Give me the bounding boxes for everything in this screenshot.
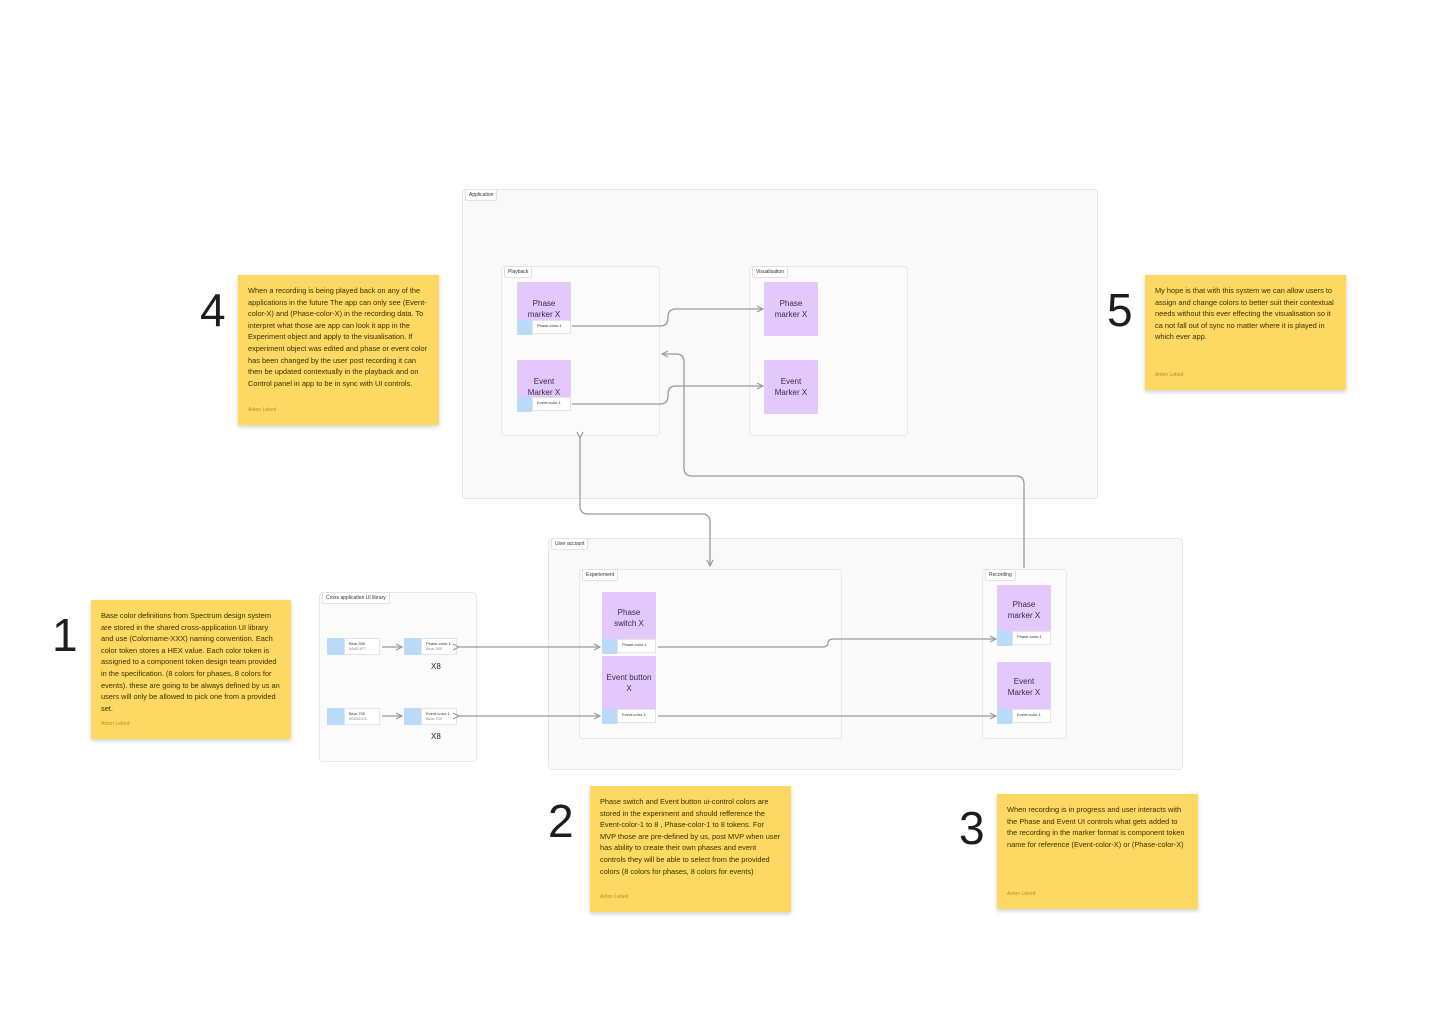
library-phase-token-name: Phase-color-1 bbox=[426, 641, 451, 646]
note-4-author: Anton Lebed bbox=[248, 407, 277, 414]
visualisation-phase-marker-label: Phase marker X bbox=[774, 299, 808, 319]
visualisation-frame-label: Visualisation bbox=[752, 266, 788, 278]
note-5: My hope is that with this system we can … bbox=[1145, 275, 1346, 390]
blue-300-hex: #A9D1F7 bbox=[349, 646, 366, 651]
note-3-text: When recording is in progress and user i… bbox=[1007, 805, 1185, 849]
experiement-phase-token-label: Phase-color-1 bbox=[622, 642, 647, 647]
blue-700-swatch bbox=[327, 708, 344, 725]
playback-event-marker-label: Event Marker X bbox=[527, 377, 561, 397]
recording-event-token[interactable]: Event-color-1 bbox=[1012, 709, 1051, 723]
recording-phase-token-label: Phase-color-1 bbox=[1017, 634, 1042, 639]
note-5-text: My hope is that with this system we can … bbox=[1155, 286, 1334, 342]
visualisation-event-marker-label: Event Marker X bbox=[774, 377, 808, 397]
note-4-number: 4 bbox=[200, 284, 226, 336]
visualisation-phase-marker[interactable]: Phase marker X bbox=[764, 282, 818, 336]
playback-event-token[interactable]: Event-color-1 bbox=[532, 397, 571, 411]
note-3-author: Anton Lebed bbox=[1007, 891, 1036, 898]
user-account-frame-label: User account bbox=[551, 538, 589, 550]
library-phase-swatch bbox=[404, 638, 421, 655]
application-frame-label: Application bbox=[465, 189, 498, 201]
event-multiplier-label: X8 bbox=[431, 732, 441, 741]
experiement-event-token[interactable]: Event-color-1 bbox=[617, 709, 656, 723]
recording-phase-marker-label: Phase marker X bbox=[1007, 600, 1041, 620]
recording-phase-token[interactable]: Phase-color-1 bbox=[1012, 631, 1051, 645]
note-1-number: 1 bbox=[52, 609, 78, 661]
blue-700-hex: #0D5CC4 bbox=[349, 716, 367, 721]
playback-phase-token[interactable]: Phase-color-1 bbox=[532, 320, 571, 334]
library-phase-token-ref: Blue-300 bbox=[426, 646, 443, 651]
playback-frame-label: Playback bbox=[504, 266, 533, 278]
note-3-number: 3 bbox=[959, 802, 985, 854]
playback-event-swatch bbox=[517, 397, 532, 412]
experiement-phase-token[interactable]: Phase-color-1 bbox=[617, 639, 656, 653]
visualisation-event-marker[interactable]: Event Marker X bbox=[764, 360, 818, 414]
playback-phase-marker[interactable]: Phase marker X bbox=[517, 282, 571, 326]
note-1-text: Base color definitions from Spectrum des… bbox=[101, 611, 280, 713]
playback-phase-marker-label: Phase marker X bbox=[527, 299, 561, 319]
note-2-author: Anton Lebed bbox=[600, 894, 629, 901]
recording-event-marker[interactable]: Event Marker X bbox=[997, 662, 1051, 712]
library-frame: Cross application UI library bbox=[319, 592, 477, 762]
note-4-text: When a recording is being played back on… bbox=[248, 286, 428, 388]
playback-event-marker[interactable]: Event Marker X bbox=[517, 360, 571, 404]
recording-frame-label: Recording bbox=[985, 569, 1016, 581]
recording-event-marker-label: Event Marker X bbox=[1007, 677, 1041, 697]
experiement-event-token-label: Event-color-1 bbox=[622, 712, 646, 717]
playback-event-token-label: Event-color-1 bbox=[537, 400, 561, 405]
blue-300-swatch bbox=[327, 638, 344, 655]
experiement-event-swatch bbox=[602, 709, 617, 724]
recording-event-token-label: Event-color-1 bbox=[1017, 712, 1041, 717]
note-1-author: Anton Lebed bbox=[101, 721, 130, 728]
library-event-token-ref: Blue-700 bbox=[426, 716, 443, 721]
recording-phase-swatch bbox=[997, 631, 1012, 646]
library-event-swatch bbox=[404, 708, 421, 725]
blue-300-token[interactable]: Blue-300 #A9D1F7 bbox=[344, 638, 380, 655]
recording-phase-marker[interactable]: Phase marker X bbox=[997, 585, 1051, 635]
library-phase-token[interactable]: Phase-color-1 Blue-300 bbox=[421, 638, 457, 655]
note-2-number: 2 bbox=[548, 795, 574, 847]
note-4: When a recording is being played back on… bbox=[238, 275, 439, 425]
phase-multiplier-label: X8 bbox=[431, 662, 441, 671]
library-frame-label: Cross application UI library bbox=[322, 592, 390, 604]
note-2: Phase switch and Event button ui-control… bbox=[590, 786, 791, 912]
blue-700-name: Blue-700 bbox=[349, 711, 366, 716]
library-event-token[interactable]: Event-color-1 Blue-700 bbox=[421, 708, 457, 725]
note-2-text: Phase switch and Event button ui-control… bbox=[600, 797, 781, 876]
blue-300-name: Blue-300 bbox=[349, 641, 366, 646]
event-button-control[interactable]: Event button X bbox=[602, 656, 656, 710]
experiement-frame-label: Experiement bbox=[582, 569, 619, 581]
event-button-label: Event button X bbox=[606, 673, 652, 693]
note-3: When recording is in progress and user i… bbox=[997, 794, 1198, 909]
note-1: Base color definitions from Spectrum des… bbox=[91, 600, 291, 739]
playback-phase-swatch bbox=[517, 320, 532, 335]
recording-event-swatch bbox=[997, 709, 1012, 724]
note-5-author: Anton Lebed bbox=[1155, 372, 1184, 379]
experiement-phase-swatch bbox=[602, 639, 617, 654]
playback-phase-token-label: Phase-color-1 bbox=[537, 323, 562, 328]
library-event-token-name: Event-color-1 bbox=[426, 711, 450, 716]
blue-700-token[interactable]: Blue-700 #0D5CC4 bbox=[344, 708, 380, 725]
phase-switch-control[interactable]: Phase switch X bbox=[602, 592, 656, 644]
phase-switch-label: Phase switch X bbox=[614, 608, 644, 628]
note-5-number: 5 bbox=[1107, 284, 1133, 336]
